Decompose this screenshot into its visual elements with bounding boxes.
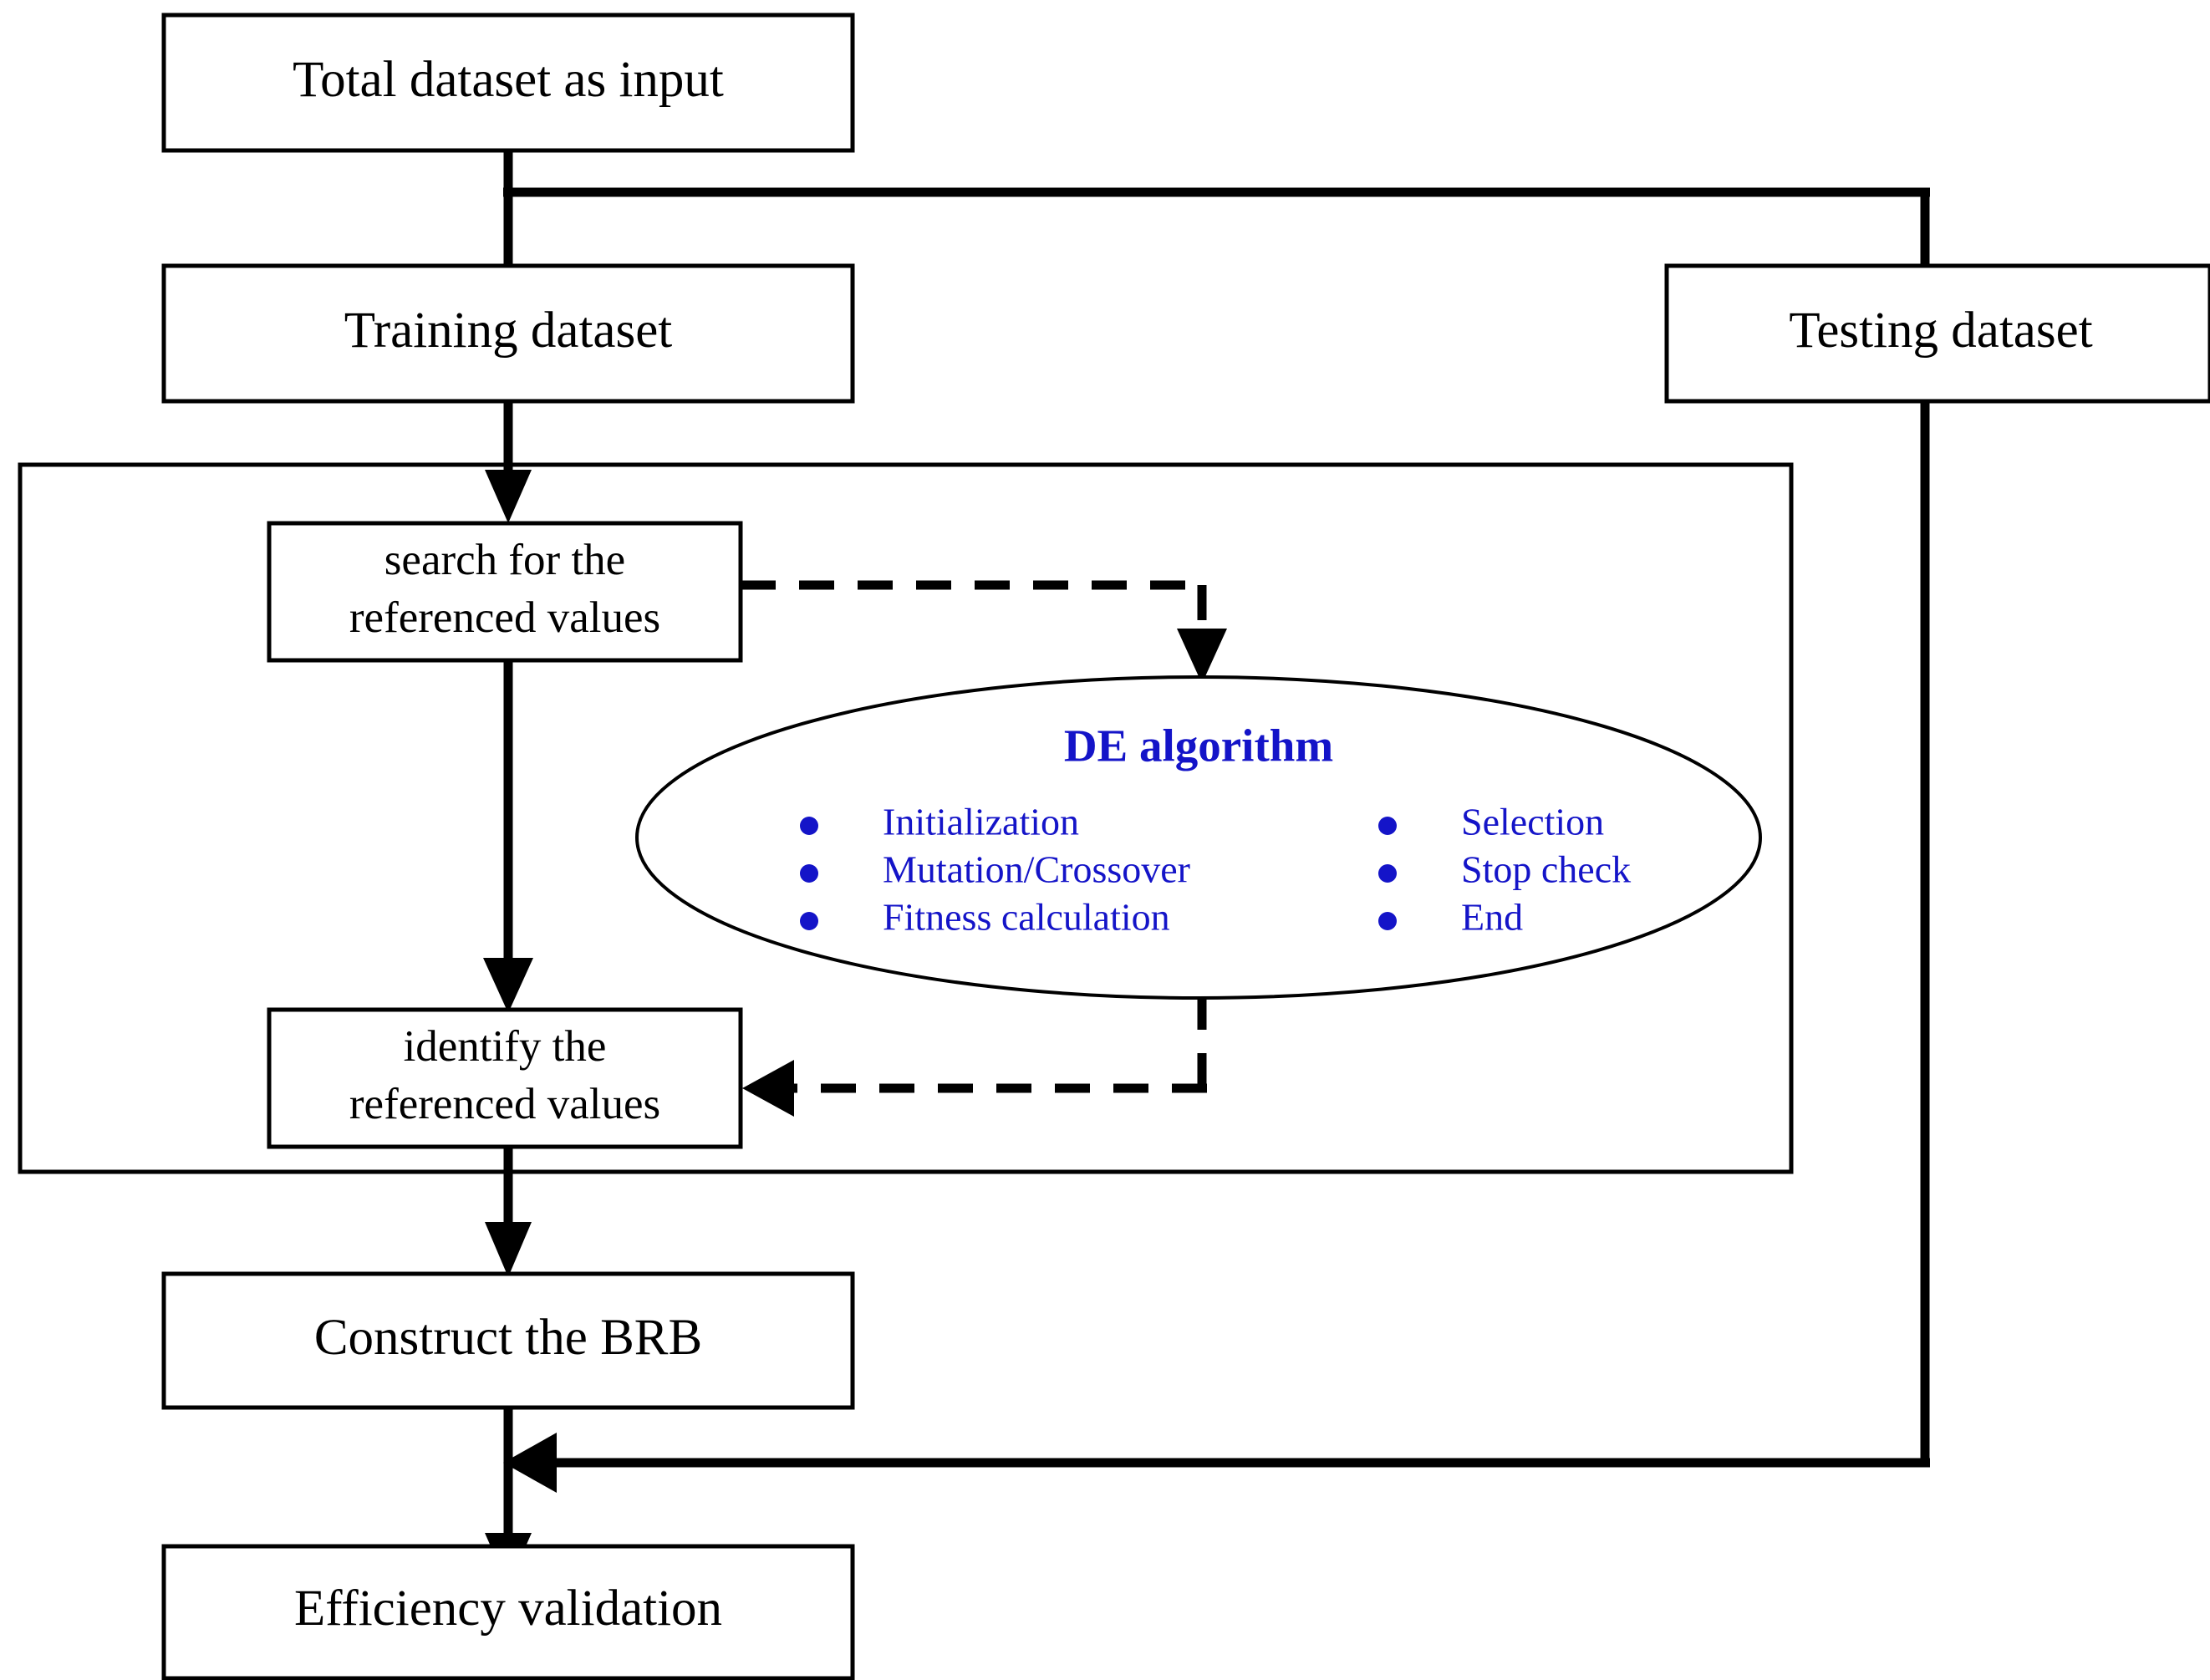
node-search-referenced-values-label-line1: search for the — [384, 536, 625, 584]
node-training-dataset-label: Training dataset — [344, 303, 673, 359]
de-algorithm-item-selection: Selection — [1461, 801, 1604, 843]
node-total-dataset[interactable] — [161, 13, 855, 153]
bullet-icon — [800, 864, 818, 883]
node-identify-referenced-values-label-line2: referenced values — [349, 1080, 660, 1128]
node-construct-brb-label: Construct the BRB — [314, 1310, 702, 1366]
node-search-referenced-values-label-line2: referenced values — [349, 593, 660, 642]
node-training-dataset[interactable] — [161, 263, 855, 404]
de-algorithm-item-end: End — [1461, 896, 1523, 939]
node-testing-dataset[interactable] — [1664, 263, 2210, 404]
de-algorithm-item-stop-check: Stop check — [1461, 848, 1631, 891]
node-efficiency-validation-label: Efficiency validation — [294, 1581, 722, 1637]
arrowhead-identify-feedback — [742, 1060, 794, 1117]
node-search-referenced-values[interactable] — [267, 521, 743, 663]
bullet-icon — [800, 912, 818, 930]
node-total-dataset-label: Total dataset as input — [293, 52, 724, 108]
bullet-icon — [1378, 817, 1397, 835]
arrowhead-validation-merge — [503, 1433, 557, 1493]
bullet-icon — [800, 817, 818, 835]
de-algorithm-item-mutation-crossover: Mutation/Crossover — [883, 848, 1190, 891]
node-identify-referenced-values[interactable] — [267, 1007, 743, 1149]
arrowhead-identify — [483, 958, 533, 1013]
arrowhead-de-algorithm — [1177, 629, 1227, 684]
node-efficiency-validation[interactable] — [161, 1544, 855, 1680]
optimisation-group-frame — [18, 462, 1794, 1174]
de-algorithm-item-initialization: Initialization — [883, 801, 1079, 843]
bullet-icon — [1378, 912, 1397, 930]
node-identify-referenced-values-label-line1: identify the — [404, 1022, 607, 1071]
node-de-algorithm-ellipse[interactable] — [635, 675, 1762, 1000]
de-algorithm-title: DE algorithm — [1064, 720, 1333, 771]
bullet-icon — [1378, 864, 1397, 883]
node-construct-brb[interactable] — [161, 1271, 855, 1410]
arrowhead-search — [485, 470, 532, 523]
arrowhead-construct — [485, 1222, 532, 1277]
de-algorithm-item-fitness-calculation: Fitness calculation — [883, 896, 1170, 939]
node-testing-dataset-label: Testing dataset — [1789, 303, 2092, 359]
